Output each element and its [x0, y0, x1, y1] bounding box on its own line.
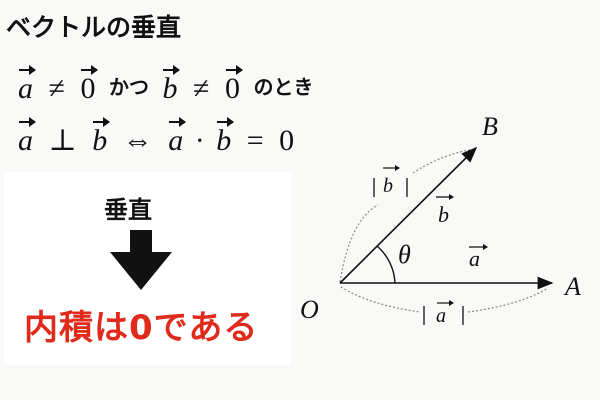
vector-b-arrow: [339, 146, 478, 284]
katsu-text: かつ: [108, 75, 149, 99]
theta-label: θ: [398, 240, 411, 269]
zero-vector: 0: [80, 65, 99, 106]
svg-text:b: b: [438, 202, 449, 227]
equivalence-line: a ⊥ b ⇔ a · b = 0: [18, 117, 295, 158]
abs-b-arc-upper: [412, 148, 475, 174]
abs-b-label: b: [373, 165, 408, 197]
angle-arc: [376, 245, 396, 284]
vector-b: b: [92, 117, 111, 158]
notoki-text: のとき: [253, 75, 314, 99]
vector-a: a: [168, 117, 187, 158]
point-o-label: O: [300, 295, 319, 324]
equals-sign: =: [246, 124, 264, 157]
svg-text:a: a: [436, 305, 446, 327]
abs-a-label: a: [423, 300, 464, 327]
iff-sign: ⇔: [122, 124, 153, 157]
perpendicular-label: 垂直: [104, 196, 152, 224]
perpendicular-sign: ⊥: [48, 124, 77, 157]
not-equal-sign: ≠: [48, 72, 65, 105]
zero-vector: 0: [225, 65, 243, 106]
not-equal-sign: ≠: [192, 72, 210, 105]
vector-b: b: [162, 65, 181, 106]
zero: 0: [279, 124, 295, 157]
svg-text:a: a: [469, 246, 480, 271]
vector-b: b: [216, 117, 235, 158]
page-title: ベクトルの垂直: [6, 13, 182, 42]
down-arrow-icon: [108, 230, 174, 294]
condition-line: a ≠ 0 かつ b ≠ 0 のとき: [18, 65, 319, 106]
result-text: 内積は0である: [24, 308, 259, 348]
point-a-label: A: [563, 272, 581, 301]
abs-b-arc-lower: [339, 204, 379, 283]
point-b-label: B: [482, 112, 498, 141]
abs-a-arc-right: [467, 287, 549, 313]
abs-a-arc-left: [340, 286, 421, 313]
vector-a: a: [18, 65, 36, 106]
vector-a: a: [18, 117, 36, 158]
svg-text:b: b: [383, 175, 393, 197]
vector-b-label: b: [436, 194, 454, 227]
dot-sign: ·: [194, 124, 205, 157]
vector-a-label: a: [469, 244, 488, 271]
